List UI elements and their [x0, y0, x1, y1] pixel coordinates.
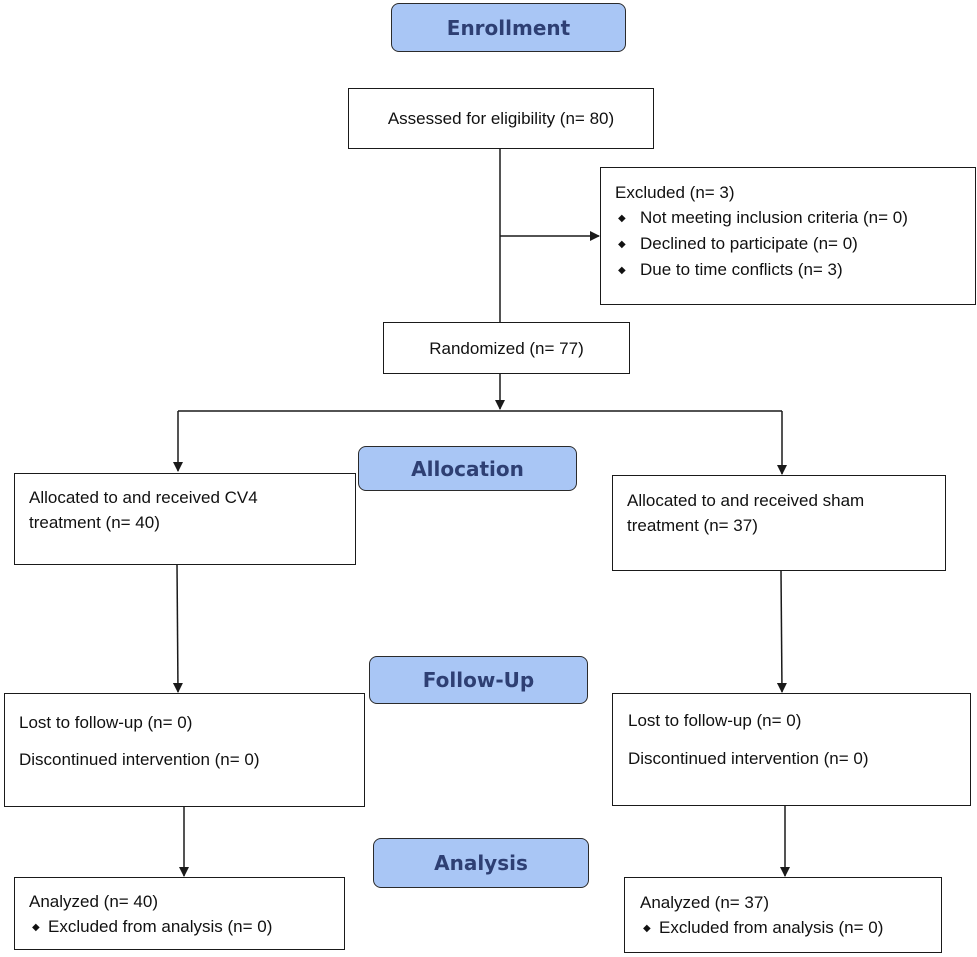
- diamond-bullet-icon: ◆: [618, 213, 626, 224]
- left-allocated-line-2: treatment (n= 40): [29, 513, 160, 532]
- phase-follow-up-label: Follow-Up: [422, 668, 535, 692]
- phase-allocation-label: Allocation: [411, 456, 524, 481]
- right-discontinued-text: Discontinued intervention (n= 0): [628, 749, 869, 768]
- right-lost-text: Lost to follow-up (n= 0): [628, 711, 802, 730]
- randomized-text: Randomized (n= 77): [429, 338, 584, 358]
- diamond-bullet-icon: ◆: [32, 922, 40, 933]
- right-analyzed-text: Analyzed (n= 37): [640, 893, 769, 912]
- right-analysis-box: Analyzed (n= 37) ◆Excluded from analysis…: [624, 877, 942, 953]
- excluded-item: ◆Not meeting inclusion criteria (n= 0): [615, 205, 975, 231]
- left-lost-text: Lost to follow-up (n= 0): [19, 713, 193, 732]
- excluded-item: ◆Declined to participate (n= 0): [615, 231, 975, 257]
- phase-allocation: Allocation: [358, 446, 577, 491]
- right-excluded-analysis: ◆Excluded from analysis (n= 0): [640, 915, 941, 941]
- diamond-bullet-icon: ◆: [643, 923, 651, 934]
- connector-left-allocated-to-followup: [172, 563, 183, 693]
- phase-follow-up: Follow-Up: [369, 656, 588, 704]
- right-allocated-line-1: Allocated to and received sham: [627, 491, 865, 510]
- right-allocated-line-2: treatment (n= 37): [627, 516, 758, 535]
- left-follow-up-box: Lost to follow-up (n= 0) Discontinued in…: [4, 693, 365, 807]
- phase-analysis: Analysis: [373, 838, 589, 888]
- excluded-item: ◆Due to time conflicts (n= 3): [615, 257, 975, 283]
- excluded-title: Excluded (n= 3): [615, 183, 735, 202]
- assessed-text: Assessed for eligibility (n= 80): [387, 109, 615, 128]
- randomized-box: Randomized (n= 77): [383, 322, 630, 374]
- left-discontinued-text: Discontinued intervention (n= 0): [19, 750, 260, 769]
- connector-right-allocated-to-followup: [776, 570, 787, 693]
- phase-enrollment: Enrollment: [391, 3, 626, 52]
- diamond-bullet-icon: ◆: [618, 239, 626, 250]
- left-analysis-box: Analyzed (n= 40) ◆Excluded from analysis…: [14, 877, 345, 950]
- right-allocated-box: Allocated to and received sham treatment…: [612, 475, 946, 571]
- assessed-box: Assessed for eligibility (n= 80): [348, 88, 654, 149]
- right-follow-up-box: Lost to follow-up (n= 0) Discontinued in…: [612, 693, 971, 806]
- excluded-box: Excluded (n= 3) ◆Not meeting inclusion c…: [600, 167, 976, 305]
- left-allocated-box: Allocated to and received CV4 treatment …: [14, 473, 356, 565]
- left-allocated-line-1: Allocated to and received CV4: [29, 488, 258, 507]
- phase-analysis-label: Analysis: [434, 851, 528, 875]
- phase-enrollment-label: Enrollment: [446, 15, 571, 40]
- diamond-bullet-icon: ◆: [618, 265, 626, 276]
- left-analyzed-text: Analyzed (n= 40): [29, 892, 158, 911]
- left-excluded-analysis: ◆Excluded from analysis (n= 0): [29, 914, 344, 940]
